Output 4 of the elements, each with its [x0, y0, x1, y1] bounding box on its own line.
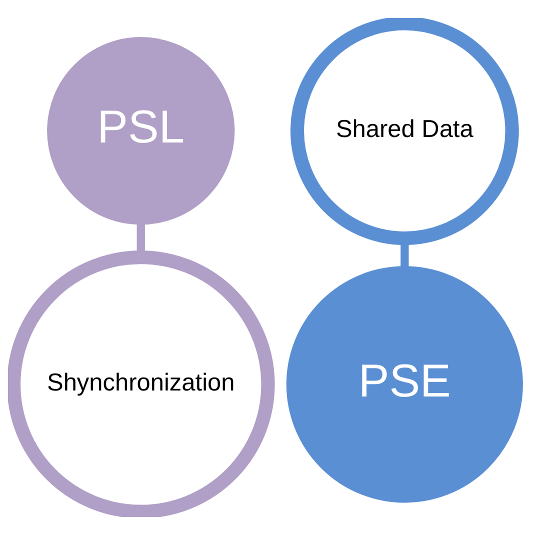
node-circle: PSL	[47, 37, 235, 225]
node-circle: Shynchronization	[8, 250, 275, 517]
node-circle: Shared Data	[290, 18, 519, 246]
node-circle: PSE	[286, 266, 523, 503]
